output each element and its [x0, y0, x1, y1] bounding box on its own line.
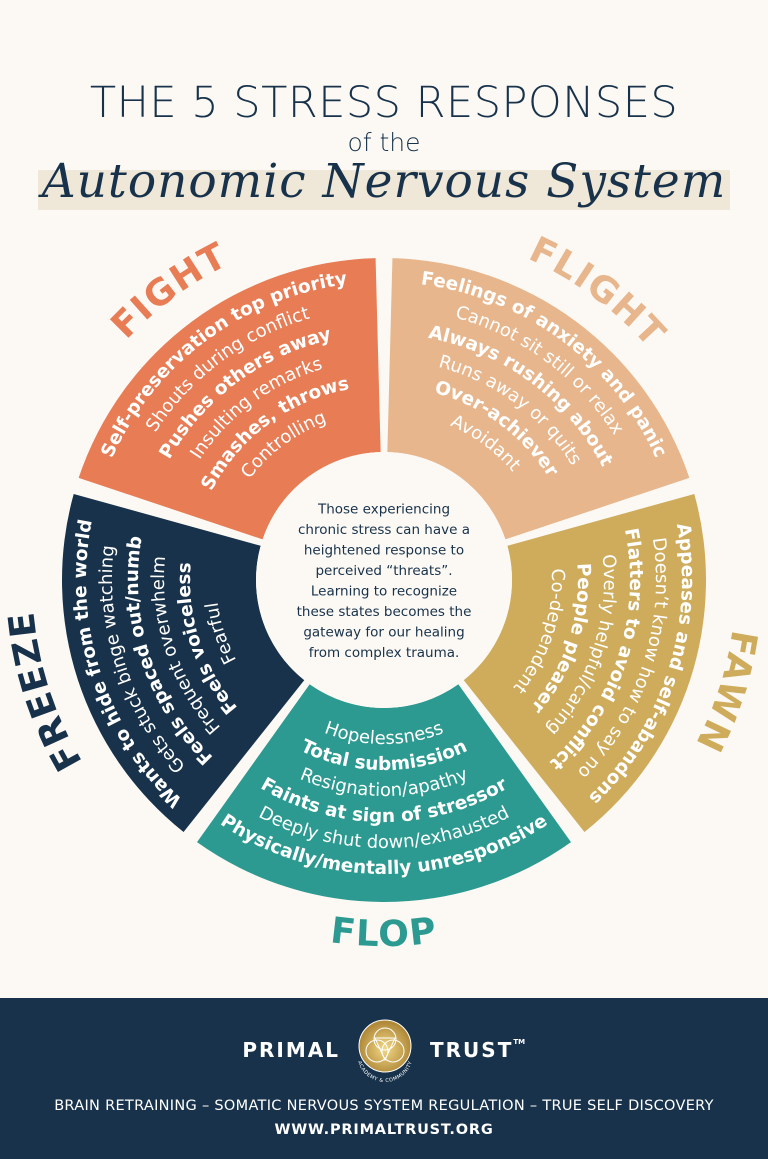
center-description-line: heightened response to [304, 542, 464, 558]
title-highlight [38, 170, 730, 210]
page-title-connector: of the [347, 128, 421, 157]
sector-fight [78, 258, 381, 540]
website-link[interactable]: WWW.PRIMALTRUST.ORG [274, 1122, 494, 1138]
sector-freeze [61, 493, 305, 832]
center-description-line: gateway for our healing [303, 624, 464, 640]
brand-name-left: PRIMAL [242, 1038, 340, 1062]
label-flop: FLOP [328, 910, 439, 955]
center-description-line: Learning to recognize [311, 583, 457, 599]
sector-flight [387, 258, 690, 540]
lotus-logo-icon[interactable]: ACADEMY & COMMUNITY [345, 1008, 425, 1088]
center-description-line: these states becomes the [297, 604, 472, 620]
center-description-line: perceived “threats”. [315, 563, 452, 579]
sector-fawn [463, 493, 707, 832]
footer-tagline: BRAIN RETRAINING – SOMATIC NERVOUS SYSTE… [54, 1098, 714, 1114]
page-title: THE 5 STRESS RESPONSES [89, 78, 679, 128]
center-description-line: Those experiencing [317, 501, 450, 517]
center-description-line: from complex trauma. [309, 645, 460, 661]
center-description-line: chronic stress can have a [298, 522, 470, 538]
brand-name-right: TRUSTTM [430, 1038, 526, 1062]
sector-flop [197, 684, 571, 903]
center-description: Those experiencing chronic stress can hav… [297, 501, 472, 661]
page-title-subject: Autonomic Nervous System [41, 154, 727, 209]
wheel-center [256, 452, 512, 708]
trademark-mark: TM [513, 1038, 526, 1046]
